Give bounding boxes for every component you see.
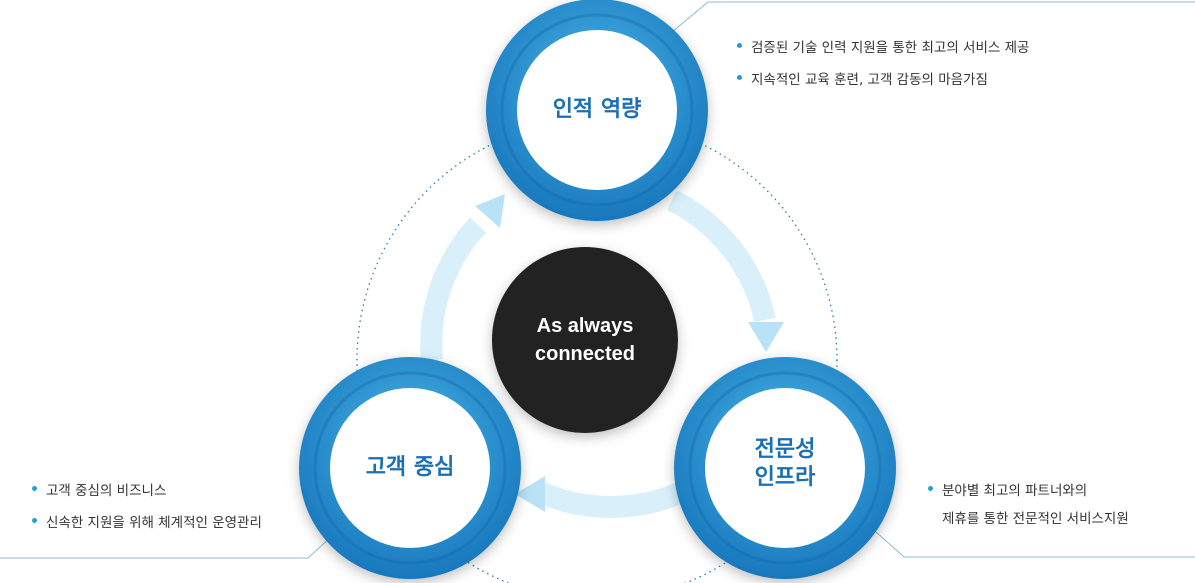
- desc-top: 검증된 기술 인력 지원을 통한 최고의 서비스 제공 지속적인 교육 훈련, …: [735, 36, 1029, 100]
- desc-left: 고객 중심의 비즈니스 신속한 지원을 위해 체계적인 운영관리: [30, 479, 262, 543]
- center-circle: [492, 247, 678, 433]
- node-left: [299, 357, 521, 579]
- leader-line-left: [0, 537, 331, 559]
- arrow-head-top: [475, 194, 505, 228]
- center-label-line2: connected: [534, 343, 636, 365]
- desc-right-line2: 제휴를 통한 전문적인 서비스지원: [942, 511, 1129, 527]
- node-right: [674, 357, 896, 579]
- arrow-head-left: [515, 476, 545, 512]
- desc-left-item: 신속한 지원을 위해 체계적인 운영관리: [30, 511, 262, 531]
- flow-arrows: [420, 190, 776, 518]
- desc-top-item: 검증된 기술 인력 지원을 통한 최고의 서비스 제공: [735, 36, 1029, 56]
- arrow-left-to-top: [420, 217, 487, 361]
- node-right-label-line2: 인프라: [754, 464, 816, 490]
- arrow-right-to-left: [535, 478, 695, 518]
- desc-right-item: 분야별 최고의 파트너와의 제휴를 통한 전문적인 서비스지원: [926, 479, 1129, 527]
- center-label: As always connected: [495, 312, 675, 368]
- arrow-head-right: [748, 322, 784, 352]
- desc-right: 분야별 최고의 파트너와의 제휴를 통한 전문적인 서비스지원: [926, 479, 1129, 539]
- node-right-label-line1: 전문성: [754, 437, 816, 462]
- node-top: [486, 0, 708, 221]
- center-label-line1: As always: [536, 315, 634, 337]
- node-left-label: 고객 중심: [365, 455, 455, 480]
- desc-right-line1: 분야별 최고의 파트너와의: [942, 483, 1088, 499]
- desc-top-item: 지속적인 교육 훈련, 고객 감동의 마음가짐: [735, 68, 1029, 88]
- leader-line-right: [875, 531, 1195, 558]
- node-right-label: 전문성 인프라: [705, 436, 865, 491]
- dotted-orbit: [356, 119, 838, 583]
- desc-left-item: 고객 중심의 비즈니스: [30, 479, 262, 499]
- node-top-label: 인적 역량: [552, 97, 642, 122]
- arrow-top-to-right: [666, 190, 776, 323]
- leader-line-top: [671, 1, 1195, 33]
